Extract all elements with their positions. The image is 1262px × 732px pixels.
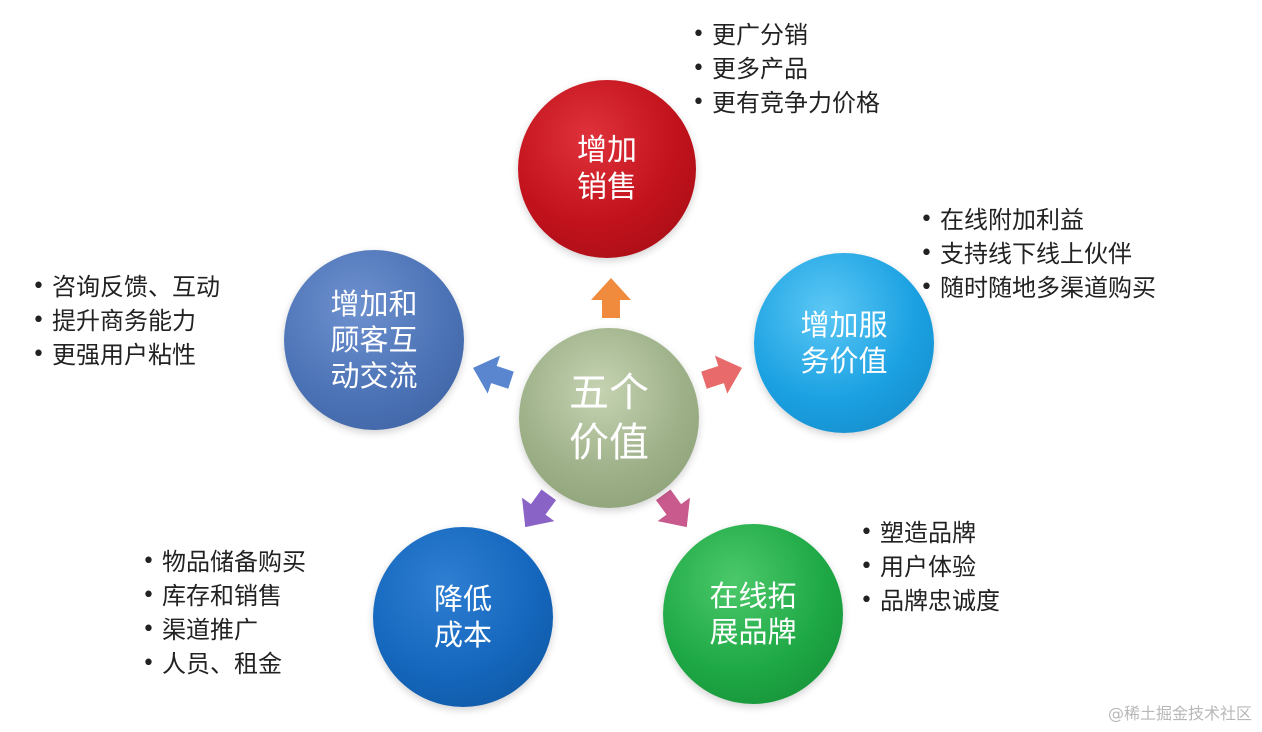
list-item: 更有竞争力价格 [690,86,880,120]
node-increase-service-value: 增加服 务价值 [754,253,934,433]
node-customer-interaction: 增加和 顾客互 动交流 [284,250,464,430]
sales-bullet-list: 更广分销 更多产品 更有竞争力价格 [690,18,880,120]
list-item: 品牌忠诚度 [858,584,1000,618]
list-item: 提升商务能力 [30,304,220,338]
arrow-left-icon [464,346,519,401]
arrow-shape [591,278,631,318]
list-item: 支持线下线上伙伴 [918,237,1156,271]
node-label: 在线拓 [709,578,797,613]
list-item: 随时随地多渠道购买 [918,271,1156,305]
center-label: 五个 [569,370,649,416]
node-label: 增加和 [330,286,418,321]
list-item: 在线附加利益 [918,203,1156,237]
node-label: 务价值 [800,344,888,378]
list-item: 库存和销售 [140,579,306,613]
brand-bullet-list: 塑造品牌 用户体验 品牌忠诚度 [858,516,1000,618]
center-node-five-values: 五个 价值 [519,328,699,508]
customer-bullet-list: 咨询反馈、互动 提升商务能力 更强用户粘性 [30,270,220,372]
node-label: 销售 [577,170,637,205]
node-label: 增加服 [800,307,888,342]
cost-bullet-list: 物品储备购买 库存和销售 渠道推广 人员、租金 [140,545,306,681]
node-label: 增加 [577,132,637,168]
arrow-shape [655,489,691,528]
node-label: 成本 [433,618,492,652]
list-item: 人员、租金 [140,647,306,681]
service-bullet-list: 在线附加利益 支持线下线上伙伴 随时随地多渠道购买 [918,203,1156,305]
list-item: 更广分销 [690,18,880,52]
list-item: 塑造品牌 [858,516,1000,550]
node-label: 顾客互 [330,322,418,357]
arrow-right-icon [695,346,750,401]
node-label: 动交流 [330,359,418,394]
node-online-brand: 在线拓 展品牌 [663,524,843,704]
node-label: 展品牌 [709,615,797,649]
arrow-shape [521,489,557,528]
node-reduce-cost: 降低 成本 [373,527,553,707]
list-item: 用户体验 [858,550,1000,584]
arrow-down-right-icon [644,480,705,541]
node-label: 降低 [433,581,492,616]
list-item: 渠道推广 [140,613,306,647]
list-item: 物品储备购买 [140,545,306,579]
watermark: @稀土掘金技术社区 [1107,704,1252,723]
arrow-up-icon [589,276,633,320]
arrow-shape [701,355,743,394]
node-increase-sales: 增加 销售 [518,80,696,258]
list-item: 更多产品 [690,52,880,86]
arrow-shape [472,355,514,394]
arrow-down-left-icon [506,480,567,541]
center-label: 价值 [569,420,649,466]
list-item: 更强用户粘性 [30,338,220,372]
list-item: 咨询反馈、互动 [30,270,220,304]
